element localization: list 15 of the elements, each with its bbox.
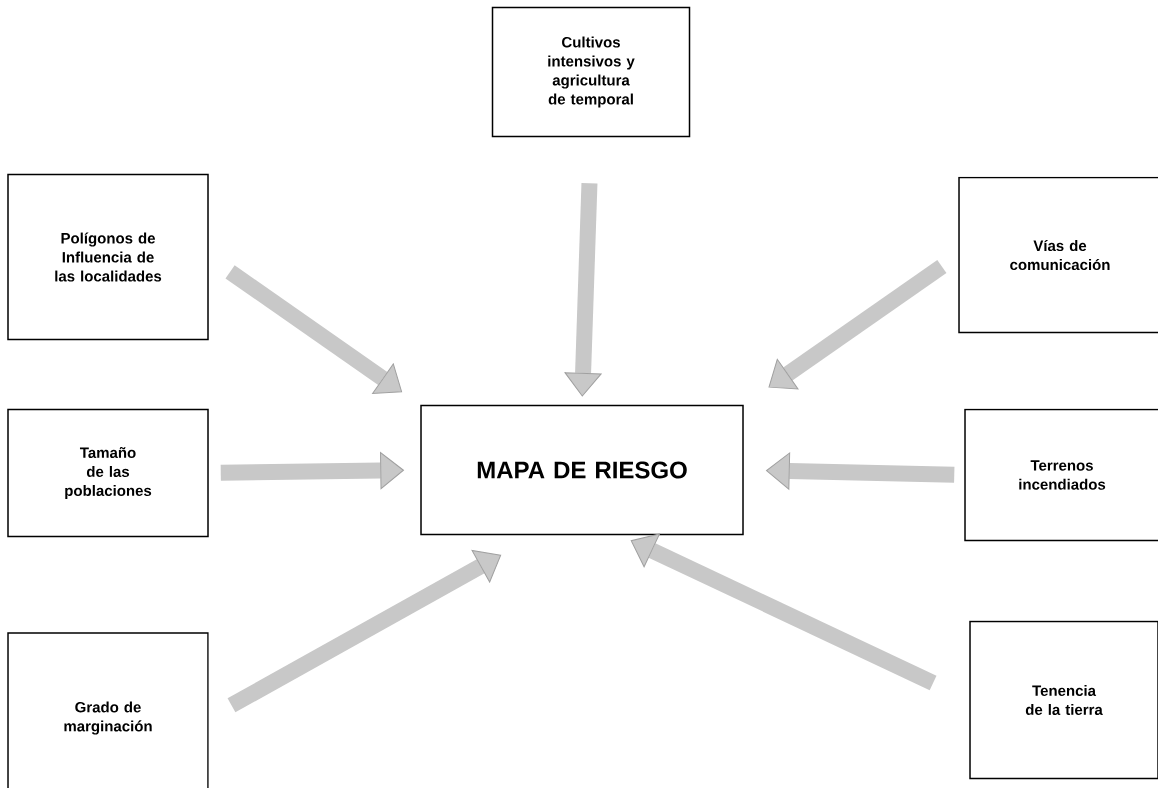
block-arrow <box>766 452 955 490</box>
factor-box: Terrenos incendiados <box>964 408 1158 542</box>
factor-box: Tamaño de las poblaciones <box>7 408 209 538</box>
factor-box: Polígonos de Influencia de las localidades <box>7 173 209 341</box>
title-box: MAPA DE RIESGO <box>420 404 744 536</box>
block-arrow <box>220 452 404 490</box>
block-arrow <box>227 549 502 713</box>
factor-box: Cultivos intensivos y agricultura de temporal <box>491 6 691 138</box>
factor-box: Vías de comunicación <box>958 176 1158 334</box>
block-arrow <box>564 182 602 397</box>
factor-box: Grado de marginación <box>7 632 209 788</box>
block-arrow <box>630 533 937 691</box>
factor-box: Tenencia de la tierra <box>969 620 1158 780</box>
block-arrow <box>225 265 403 394</box>
block-arrow <box>768 259 947 390</box>
